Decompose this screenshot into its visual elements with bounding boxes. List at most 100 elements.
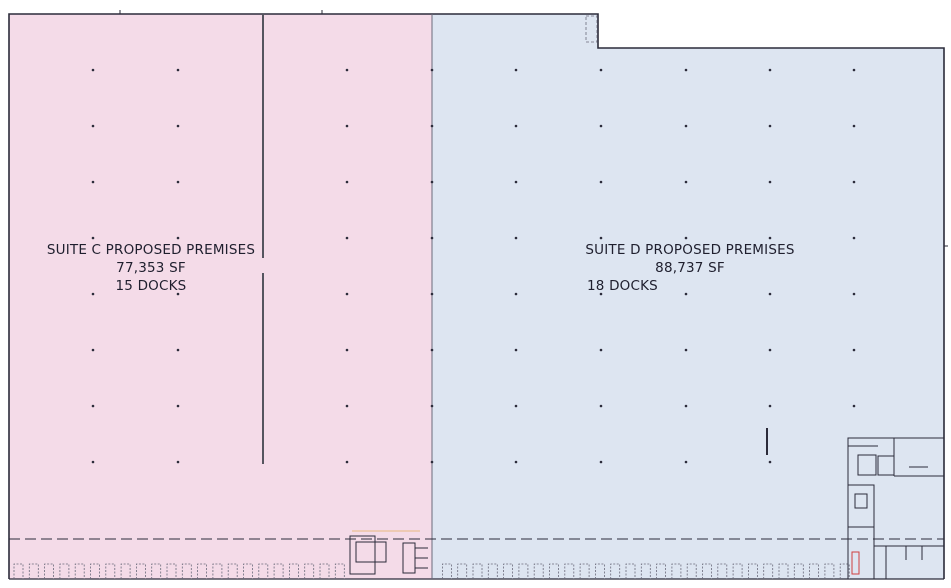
building-column — [345, 460, 349, 464]
building-column — [768, 292, 772, 296]
building-column — [345, 68, 349, 72]
dock-door — [640, 563, 651, 579]
suite-d-area[interactable] — [432, 14, 944, 579]
dock-door — [686, 563, 697, 579]
building-column — [176, 236, 180, 240]
building-column — [852, 180, 856, 184]
building-column — [768, 180, 772, 184]
building-column — [345, 180, 349, 184]
building-column — [768, 124, 772, 128]
suite-c-label: SUITE C PROPOSED PREMISES 77,353 SF 15 D… — [40, 241, 262, 295]
building-column — [91, 460, 95, 464]
building-column — [684, 348, 688, 352]
dock-door — [44, 563, 54, 579]
dock-door — [732, 563, 743, 579]
dock-door — [135, 563, 146, 579]
dock-door — [319, 563, 330, 579]
suite-d-office-area — [847, 437, 944, 579]
dock-door — [105, 563, 116, 579]
building-column — [684, 180, 688, 184]
building-column — [768, 348, 772, 352]
dock-door — [181, 563, 192, 579]
dock-door — [702, 563, 712, 579]
building-column — [768, 460, 772, 464]
dock-door — [74, 563, 85, 579]
top-tick-marks — [119, 10, 948, 247]
building-column — [599, 404, 603, 408]
dock-door — [273, 563, 284, 579]
suite-d-red-door — [851, 551, 860, 575]
building-column — [176, 348, 180, 352]
building-column — [430, 236, 434, 240]
building-outline — [8, 13, 945, 579]
suite-c-docks-text: 15 DOCKS — [115, 278, 187, 294]
dock-door — [625, 563, 636, 579]
dock-door — [595, 563, 605, 579]
building-column — [684, 68, 688, 72]
dock-door — [151, 563, 162, 579]
dock-door — [671, 563, 682, 579]
dock-door — [487, 563, 498, 579]
dock-door — [28, 563, 39, 579]
building-column — [91, 68, 95, 72]
building-column — [852, 348, 856, 352]
building-column — [514, 236, 518, 240]
dock-doors — [13, 563, 850, 579]
dock-door — [564, 563, 575, 579]
dock-door — [212, 563, 223, 579]
suite-d-title: SUITE D PROPOSED PREMISES — [585, 242, 795, 258]
building-column — [430, 180, 434, 184]
dock-door — [120, 563, 131, 579]
dock-door — [518, 563, 529, 579]
dock-door — [441, 563, 452, 579]
dock-door — [227, 563, 238, 579]
building-column — [852, 404, 856, 408]
dock-door — [549, 563, 559, 579]
building-column — [91, 124, 95, 128]
building-column — [430, 124, 434, 128]
building-column — [684, 236, 688, 240]
dock-door — [334, 563, 345, 579]
building-column — [176, 68, 180, 72]
building-column — [176, 180, 180, 184]
building-column — [514, 460, 518, 464]
building-column — [852, 68, 856, 72]
dock-door — [243, 563, 253, 579]
dock-door — [793, 563, 804, 579]
building-column — [599, 68, 603, 72]
roof-notch-detail — [585, 15, 598, 43]
building-column — [91, 292, 95, 296]
building-column — [768, 404, 772, 408]
building-column — [514, 68, 518, 72]
building-column — [768, 236, 772, 240]
building-column — [599, 180, 603, 184]
building-column — [514, 180, 518, 184]
dock-door — [717, 563, 728, 579]
dock-door — [748, 563, 758, 579]
building-column — [599, 348, 603, 352]
suite-c-area[interactable] — [9, 14, 432, 579]
building-column — [514, 124, 518, 128]
building-column — [514, 292, 518, 296]
building-column — [430, 292, 434, 296]
suite-d-docks-text: 18 DOCKS — [587, 278, 658, 294]
building-column — [91, 404, 95, 408]
building-column — [684, 292, 688, 296]
building-column — [684, 404, 688, 408]
building-column — [176, 460, 180, 464]
building-column — [345, 124, 349, 128]
building-column — [430, 348, 434, 352]
building-column — [345, 348, 349, 352]
building-column — [852, 124, 856, 128]
building-column — [345, 292, 349, 296]
dock-door — [656, 563, 666, 579]
building-column — [430, 68, 434, 72]
building-column — [852, 236, 856, 240]
suite-c-utility-rooms — [349, 535, 428, 575]
building-column — [430, 404, 434, 408]
dock-door — [778, 563, 789, 579]
dock-door — [258, 563, 269, 579]
dock-door — [90, 563, 100, 579]
building-column — [430, 460, 434, 464]
